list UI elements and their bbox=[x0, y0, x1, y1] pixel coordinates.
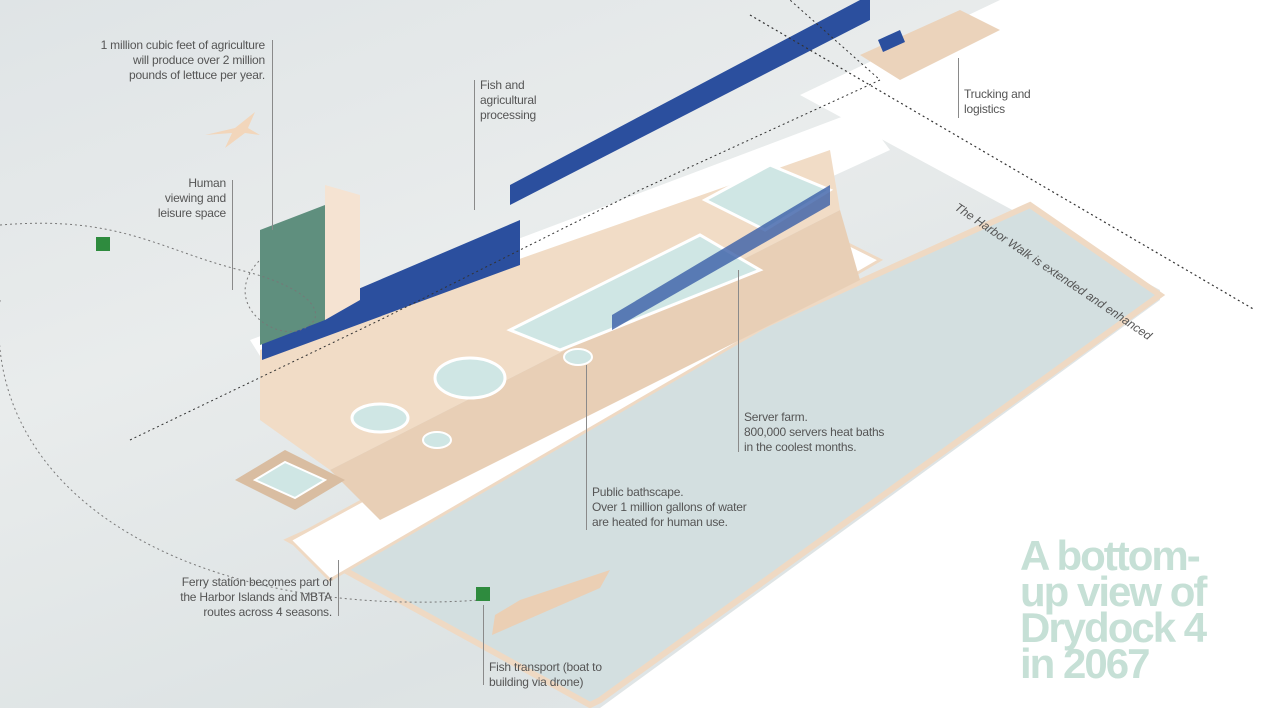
note-line: in the coolest months. bbox=[744, 440, 857, 454]
boat-icon bbox=[492, 570, 610, 635]
note-line: logistics bbox=[964, 102, 1005, 116]
note-ferry: Ferry station becomes part of the Harbor… bbox=[130, 575, 332, 620]
note-line: processing bbox=[480, 108, 537, 122]
note-line: the Harbor Islands and MBTA bbox=[180, 590, 332, 604]
server-pool bbox=[506, 233, 764, 352]
note-line: pounds of lettuce per year. bbox=[128, 68, 265, 82]
note-line: will produce over 2 million bbox=[133, 53, 265, 67]
solar-panel-dock bbox=[878, 30, 905, 52]
note-line: viewing and bbox=[164, 191, 226, 205]
ferry-pool-water bbox=[252, 460, 328, 500]
building-underside bbox=[330, 210, 860, 520]
bath-oval-1 bbox=[433, 356, 507, 400]
leader-line bbox=[338, 560, 339, 616]
drone-icon bbox=[96, 237, 110, 251]
bath-round-2 bbox=[563, 348, 593, 366]
note-trucking: Trucking and logistics bbox=[964, 87, 1031, 117]
truck-dock bbox=[860, 10, 1000, 80]
tower-wall bbox=[325, 185, 360, 320]
drone-icon bbox=[476, 587, 490, 601]
bath-oval-2 bbox=[350, 402, 410, 434]
note-server-farm: Server farm. 800,000 servers heat baths … bbox=[744, 410, 884, 455]
water-basin bbox=[283, 201, 1166, 708]
note-agriculture: 1 million cubic feet of agriculture will… bbox=[60, 38, 266, 83]
note-line: Fish transport (boat to bbox=[489, 660, 602, 674]
leader-line bbox=[272, 40, 273, 230]
note-line: Over 1 million gallons of water bbox=[592, 500, 747, 514]
solar-roof-back bbox=[510, 0, 870, 205]
note-human-viewing: Human viewing and leisure space bbox=[140, 176, 226, 221]
note-line: 800,000 servers heat baths bbox=[744, 425, 885, 439]
note-fish-processing: Fish and agricultural processing bbox=[480, 78, 536, 123]
solar-roof-front bbox=[262, 220, 520, 360]
note-line: Human bbox=[188, 176, 226, 190]
note-line: leisure space bbox=[157, 206, 226, 220]
note-line: routes across 4 seasons. bbox=[203, 605, 332, 619]
leader-line bbox=[483, 605, 484, 685]
green-facade bbox=[260, 205, 325, 345]
note-bathscape: Public bathscape. Over 1 million gallons… bbox=[592, 485, 747, 530]
note-line: Ferry station becomes part of bbox=[181, 575, 332, 589]
leader-line bbox=[586, 365, 587, 530]
note-line: Server farm. bbox=[744, 410, 808, 424]
note-line: Public bathscape. bbox=[592, 485, 684, 499]
note-line: 1 million cubic feet of agriculture bbox=[100, 38, 266, 52]
leader-line bbox=[232, 180, 233, 290]
title-line: Drydock 4 bbox=[1020, 604, 1207, 651]
airplane-icon bbox=[205, 112, 260, 148]
note-line: building via drone) bbox=[489, 675, 584, 689]
bath-round-1 bbox=[422, 431, 452, 449]
note-line: are heated for human use. bbox=[592, 515, 728, 529]
note-line: Fish and bbox=[480, 78, 525, 92]
shore-land bbox=[600, 0, 1280, 708]
page-title: A bottom- up view of Drydock 4 in 2067 bbox=[1020, 532, 1207, 687]
server-racks bbox=[612, 185, 830, 330]
leader-line bbox=[958, 58, 959, 118]
note-fish-transport: Fish transport (boat to building via dro… bbox=[489, 660, 602, 690]
note-line: Trucking and bbox=[964, 87, 1031, 101]
leader-line bbox=[738, 270, 739, 452]
note-line: agricultural bbox=[480, 93, 537, 107]
leader-line bbox=[474, 80, 475, 210]
title-line: up view of bbox=[1020, 568, 1207, 615]
drone-flight-path bbox=[0, 222, 481, 603]
title-line: in 2067 bbox=[1020, 640, 1150, 687]
title-line: A bottom- bbox=[1020, 532, 1201, 579]
